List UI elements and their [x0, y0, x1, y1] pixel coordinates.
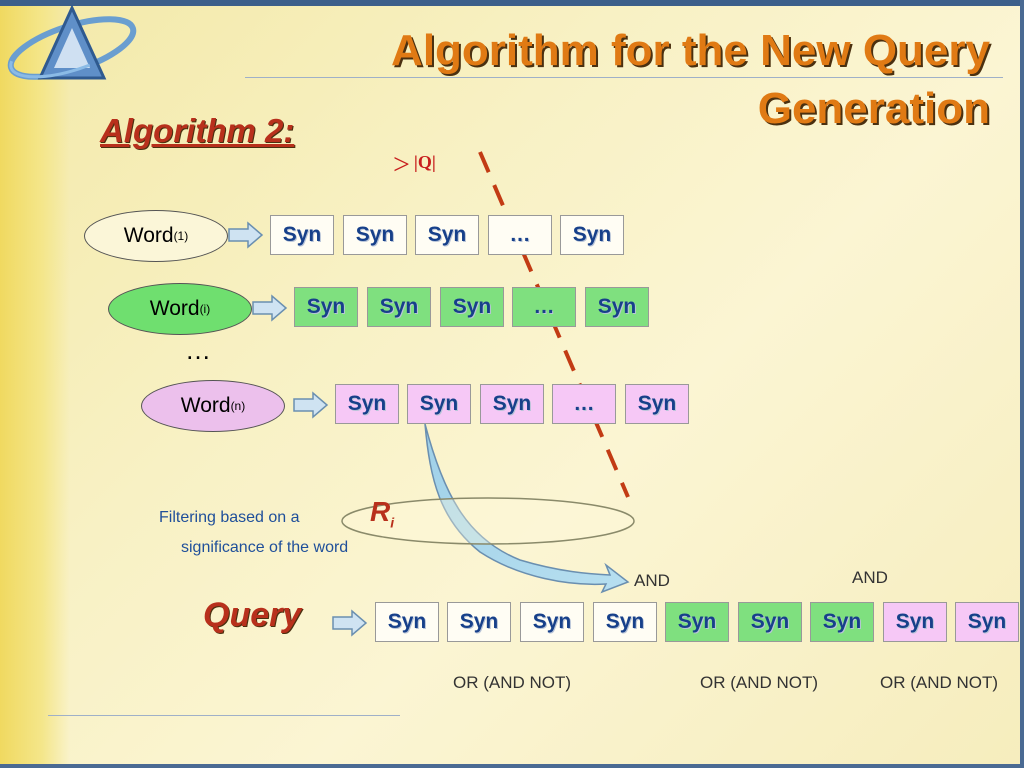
left-decor-band	[0, 0, 70, 768]
syn-box-r3-1: Syn	[335, 384, 399, 424]
arrow-icon-row3	[293, 391, 329, 419]
word-n-node: Word(n)	[141, 380, 285, 432]
query-syn-9: Syn	[955, 602, 1019, 642]
bottom-frame-line	[0, 764, 1024, 768]
top-frame-line	[0, 0, 1024, 6]
word-1-sub: (1)	[173, 229, 189, 243]
algorithm-subtitle: Algorithm 2:	[100, 112, 295, 149]
query-size-bound: > |Q|	[393, 148, 436, 182]
title-rule	[245, 77, 1003, 78]
slide-title: Algorithm for the New Query Generation	[391, 26, 990, 133]
ellipsis-box-r3: …	[552, 384, 616, 424]
syn-box-r3-5: Syn	[625, 384, 689, 424]
syn-box-r1-1: Syn	[270, 215, 334, 255]
greater-than-symbol: >	[393, 148, 410, 181]
syn-box-r2-1: Syn	[294, 287, 358, 327]
word-i-node: Word(i)	[108, 283, 252, 335]
arrow-icon-query	[332, 609, 368, 637]
query-syn-5: Syn	[665, 602, 729, 642]
syn-box-r1-2: Syn	[343, 215, 407, 255]
query-syn-3: Syn	[520, 602, 584, 642]
query-size-label: |Q|	[413, 152, 436, 172]
syn-box-r1-3: Syn	[415, 215, 479, 255]
query-syn-6: Syn	[738, 602, 802, 642]
word-1-label: Word	[123, 224, 174, 247]
query-syn-1: Syn	[375, 602, 439, 642]
arrow-icon-row1	[228, 221, 264, 249]
syn-box-r2-2: Syn	[367, 287, 431, 327]
and-label-1: AND	[634, 571, 670, 590]
rows-ellipsis: …	[185, 335, 211, 365]
and-label-2: AND	[852, 568, 888, 587]
filter-note-line1: Filtering based on a	[159, 509, 300, 526]
query-label: Query	[203, 596, 302, 634]
syn-box-r1-5: Syn	[560, 215, 624, 255]
right-frame-line	[1020, 0, 1024, 768]
syn-box-r2-3: Syn	[440, 287, 504, 327]
query-syn-8: Syn	[883, 602, 947, 642]
or-label-1: OR (AND NOT)	[453, 673, 572, 692]
syn-box-r2-5: Syn	[585, 287, 649, 327]
selection-curved-arrow	[424, 423, 630, 594]
ri-sub: i	[390, 514, 395, 531]
word-n-label: Word	[180, 394, 231, 417]
ri-base: R	[370, 496, 391, 527]
syn-box-r3-2: Syn	[407, 384, 471, 424]
query-syn-2: Syn	[447, 602, 511, 642]
or-label-3: OR (AND NOT)	[880, 673, 999, 692]
ellipsis-box-r2: …	[512, 287, 576, 327]
word-i-label: Word	[149, 297, 200, 320]
word-i-sub: (i)	[199, 302, 211, 316]
filter-ellipse	[341, 497, 635, 545]
arrow-icon-row2	[252, 294, 288, 322]
syn-box-r3-3: Syn	[480, 384, 544, 424]
word-1-node: Word(1)	[84, 210, 228, 262]
logo-icon	[7, 4, 137, 80]
filter-note-line2: significance of the word	[181, 539, 349, 556]
bottom-rule	[48, 715, 400, 716]
ri-label: Ri	[370, 496, 394, 531]
word-n-sub: (n)	[230, 399, 246, 413]
query-syn-4: Syn	[593, 602, 657, 642]
query-syn-7: Syn	[810, 602, 874, 642]
or-label-2: OR (AND NOT)	[700, 673, 819, 692]
ellipsis-box-r1: …	[488, 215, 552, 255]
